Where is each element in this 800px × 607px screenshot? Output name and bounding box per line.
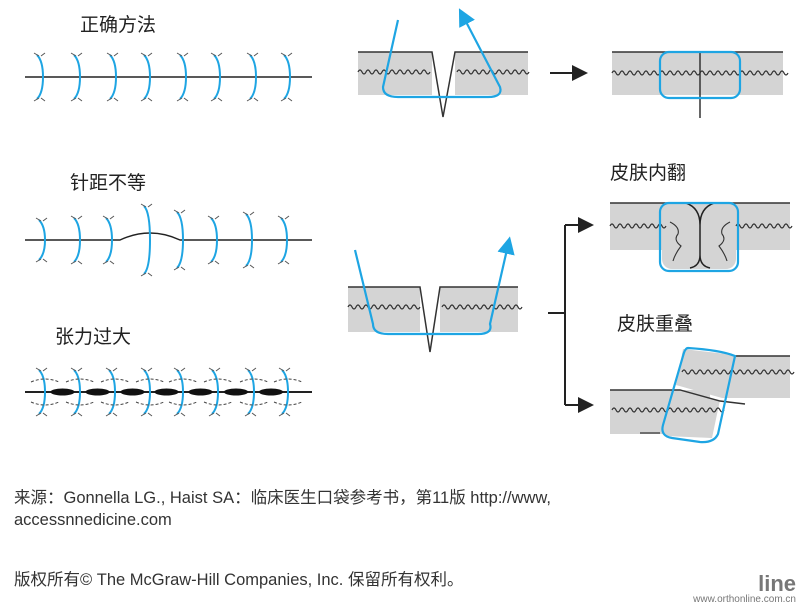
suture-knot bbox=[244, 367, 257, 417]
suture-knot bbox=[210, 52, 223, 102]
suture-knot bbox=[140, 203, 153, 277]
label-skin-inversion: 皮肤内翻 bbox=[610, 162, 687, 184]
suture-loop bbox=[658, 50, 742, 100]
tension-marks bbox=[239, 378, 269, 406]
dermis-line bbox=[669, 221, 731, 262]
suture-stitch bbox=[211, 369, 220, 415]
suture-knot bbox=[242, 211, 255, 269]
skin-layer bbox=[665, 390, 720, 438]
tension-bunching bbox=[224, 388, 248, 396]
watermark-logo: line www.orthonline.com.cn bbox=[693, 571, 796, 606]
suture-knot bbox=[33, 52, 46, 102]
suture-stitch bbox=[280, 217, 289, 263]
suture-knot bbox=[106, 52, 119, 102]
tension-marks bbox=[203, 378, 233, 406]
bracket bbox=[548, 225, 566, 405]
suture-loop bbox=[381, 8, 502, 99]
suture-stitch bbox=[283, 54, 292, 100]
skin-layer bbox=[440, 287, 518, 332]
suture-stitch bbox=[249, 54, 258, 100]
skin-layer bbox=[455, 52, 528, 95]
suture-knot bbox=[246, 52, 259, 102]
label-unequal-spacing: 针距不等 bbox=[70, 172, 147, 194]
skin-layer bbox=[662, 203, 736, 269]
suture-knot bbox=[176, 52, 189, 102]
suture-stitch bbox=[143, 205, 152, 275]
suture-stitch bbox=[109, 54, 118, 100]
suture-loop bbox=[658, 201, 740, 273]
label-excess-tension: 张力过大 bbox=[55, 326, 132, 348]
suture-stitch bbox=[38, 369, 47, 415]
suture-knot bbox=[70, 52, 83, 102]
suture-knot bbox=[173, 367, 186, 417]
suture-stitch bbox=[176, 369, 185, 415]
suture-stitch bbox=[73, 217, 82, 263]
tension-bunching bbox=[154, 388, 179, 396]
suture-stitch bbox=[213, 54, 222, 100]
suture-stitch bbox=[176, 211, 185, 269]
suture-stitch bbox=[247, 369, 256, 415]
suture-stitch bbox=[143, 54, 152, 100]
suture-knot bbox=[105, 367, 118, 417]
tension-marks bbox=[65, 378, 95, 406]
dermis-line bbox=[681, 369, 795, 375]
suture-loop bbox=[661, 346, 737, 444]
suture-knot bbox=[102, 215, 115, 265]
tension-marks bbox=[135, 378, 165, 406]
watermark-url: www.orthonline.com.cn bbox=[693, 594, 796, 605]
suture-knot bbox=[70, 367, 83, 417]
dermis-line bbox=[609, 223, 667, 229]
suture-knot bbox=[35, 367, 48, 417]
tension-marks bbox=[273, 378, 303, 406]
tension-bunching bbox=[188, 388, 213, 396]
suture-knot bbox=[173, 209, 186, 271]
watermark-logo-text: line bbox=[758, 571, 796, 596]
tension-bunching bbox=[120, 388, 145, 396]
copyright: 版权所有© The McGraw-Hill Companies, Inc. 保留… bbox=[14, 571, 464, 589]
suture-stitch bbox=[143, 369, 152, 415]
suture-stitch bbox=[210, 217, 219, 263]
skin-surface bbox=[358, 51, 528, 118]
suture-stitch bbox=[108, 369, 117, 415]
wound-line bbox=[25, 232, 312, 241]
tension-bunching bbox=[50, 388, 75, 396]
skin-surface bbox=[348, 286, 518, 353]
suture-stitch bbox=[105, 217, 114, 263]
skin-layer bbox=[612, 52, 783, 95]
label-correct-method: 正确方法 bbox=[80, 14, 157, 36]
dermis-line bbox=[441, 304, 523, 310]
suture-stitch bbox=[179, 54, 188, 100]
suture-knot bbox=[277, 215, 290, 265]
suture-knot bbox=[70, 215, 83, 265]
dermis-line bbox=[347, 304, 421, 310]
tension-marks bbox=[30, 378, 60, 406]
skin-surface bbox=[610, 389, 746, 405]
suture-stitch bbox=[245, 213, 254, 267]
source-line-2: accessnnedicine.com bbox=[14, 511, 172, 529]
suture-knot bbox=[35, 217, 48, 263]
tension-bunching bbox=[259, 388, 283, 396]
skin-layer bbox=[348, 287, 420, 332]
skin-layer bbox=[676, 349, 790, 398]
tension-marks bbox=[100, 378, 130, 406]
tension-marks bbox=[168, 378, 198, 406]
dermis-line bbox=[357, 69, 431, 75]
suture-knot bbox=[140, 367, 153, 417]
suture-stitch bbox=[38, 219, 47, 261]
suture-knot bbox=[140, 52, 153, 102]
suture-knot bbox=[280, 52, 293, 102]
source-line-1: 来源：Gonnella LG., Haist SA：临床医生口袋参考书，第11版… bbox=[14, 489, 551, 507]
label-skin-overlap: 皮肤重叠 bbox=[617, 313, 694, 335]
suture-knot bbox=[207, 215, 220, 265]
suture-stitch bbox=[73, 369, 82, 415]
suture-stitch bbox=[36, 54, 45, 100]
suture-stitch bbox=[73, 54, 82, 100]
dermis-line bbox=[735, 223, 793, 229]
suture-stitch bbox=[281, 369, 290, 415]
suture-knot bbox=[278, 367, 291, 417]
suture-knot bbox=[208, 367, 221, 417]
tension-bunching bbox=[85, 388, 110, 396]
suture-loop bbox=[353, 236, 515, 336]
